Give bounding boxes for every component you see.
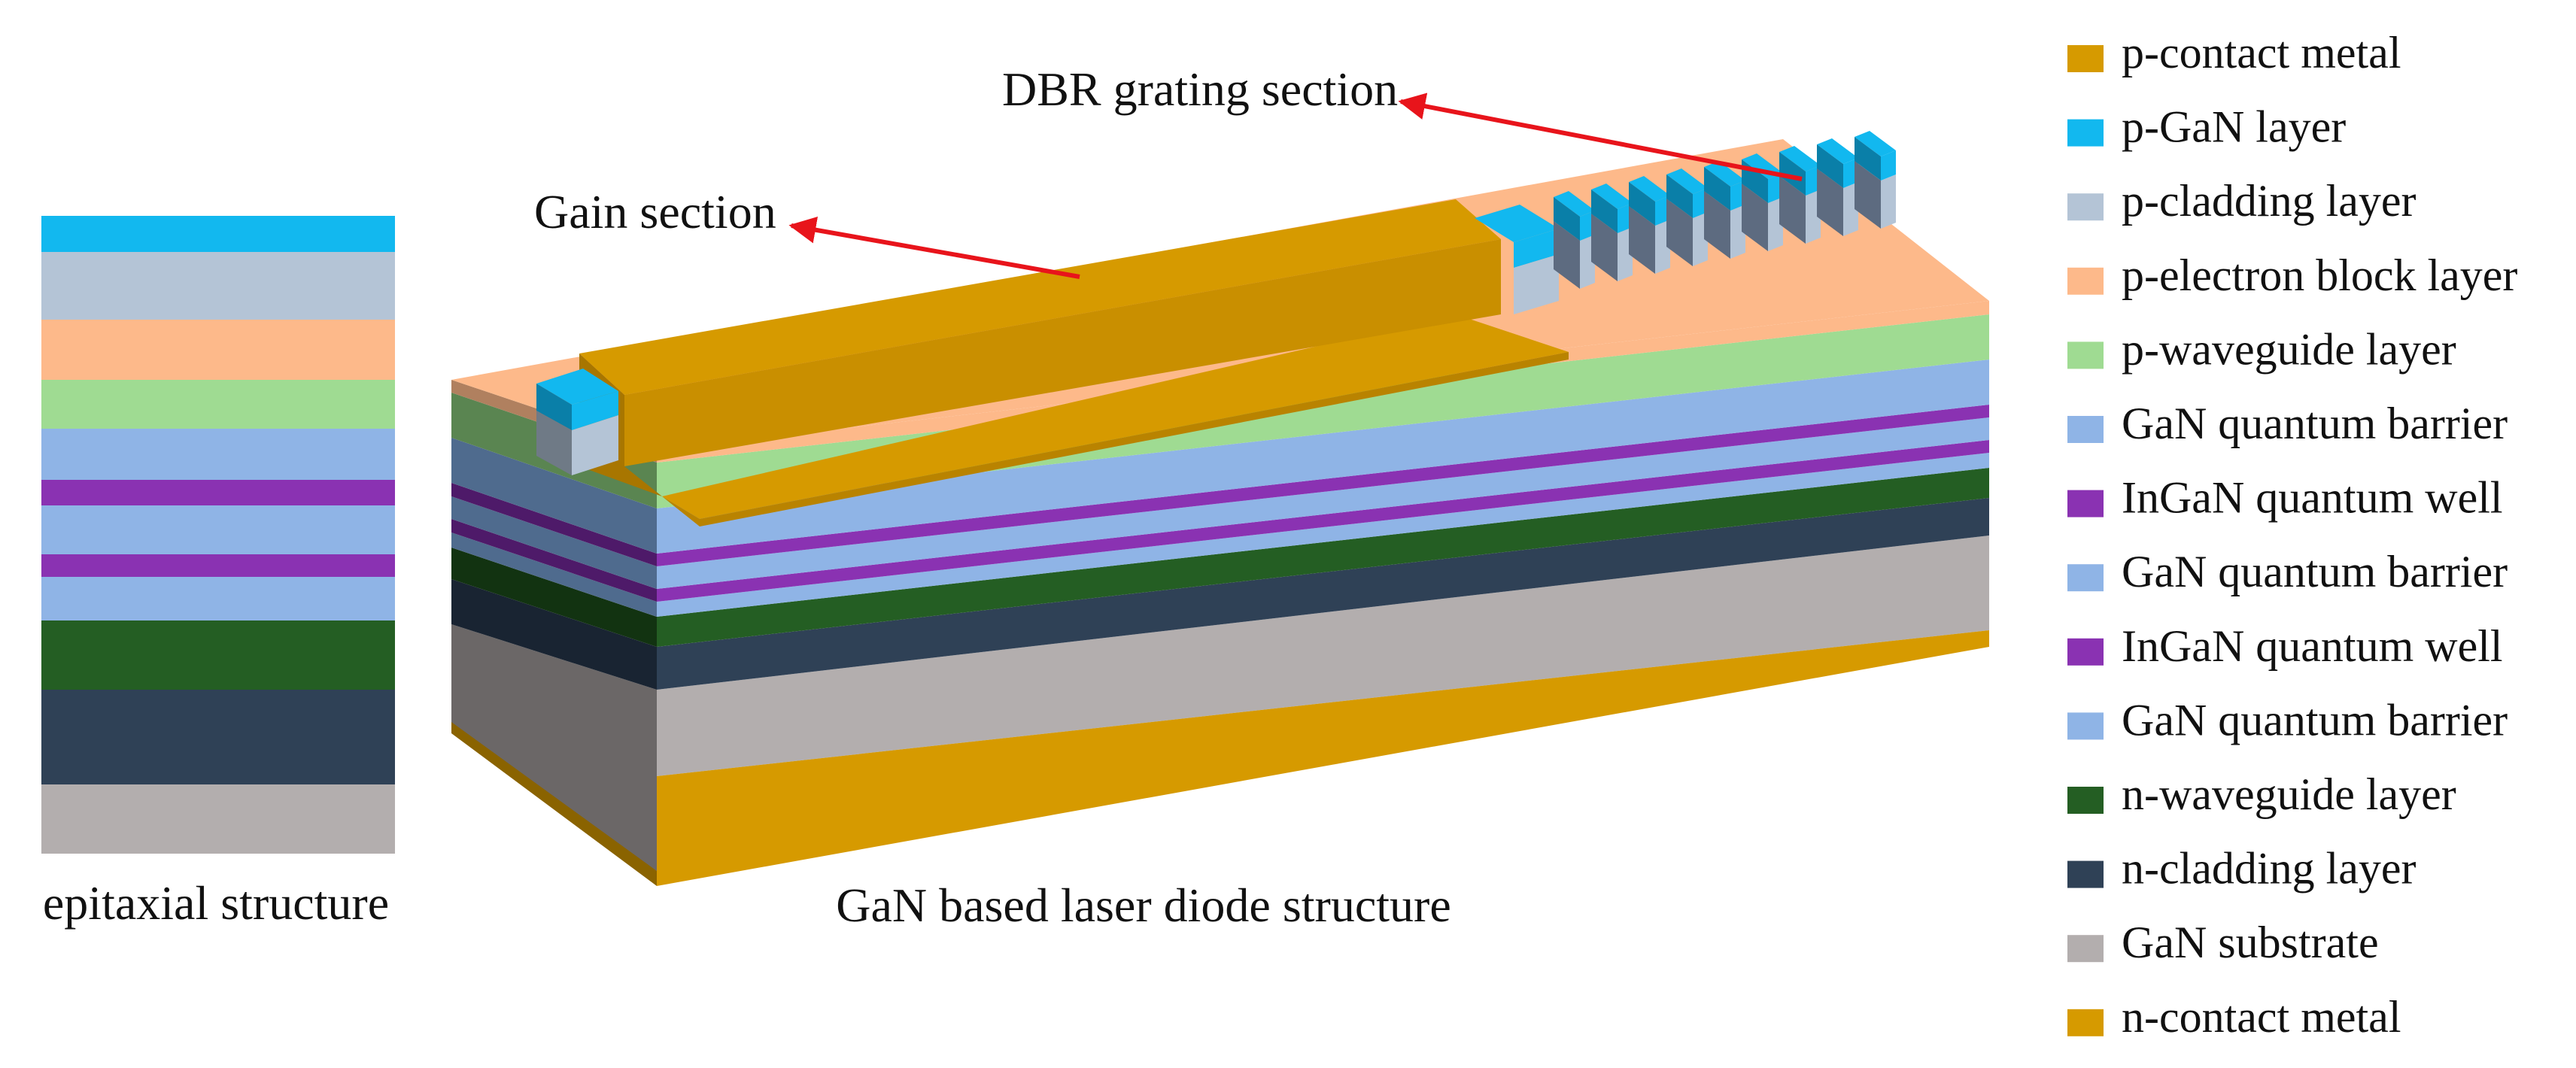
legend-label: n-waveguide layer bbox=[2122, 769, 2456, 819]
legend-item: p-electron block layer bbox=[2067, 250, 2517, 300]
n-contact-metal bbox=[657, 630, 1989, 886]
right-face-n-cladding bbox=[657, 498, 1989, 690]
epi-p-waveguide bbox=[41, 380, 395, 429]
legend-swatch bbox=[2067, 45, 2104, 72]
right-face-qb-3 bbox=[657, 453, 1989, 617]
dbr-tooth bbox=[1779, 146, 1821, 244]
legend-label: p-cladding layer bbox=[2122, 176, 2417, 226]
epi-n-cladding bbox=[41, 690, 395, 784]
mid-block-p-gan-top bbox=[1475, 205, 1559, 242]
legend-swatch bbox=[2067, 1009, 2104, 1036]
epi-qb-1 bbox=[41, 429, 395, 480]
legend-swatch bbox=[2067, 341, 2104, 369]
epi-p-cladding bbox=[41, 252, 395, 320]
legend-item: p-GaN layer bbox=[2067, 102, 2346, 152]
dbr-grating bbox=[1554, 131, 1896, 289]
gain-ridge-face bbox=[624, 239, 1501, 466]
legend-item: GaN quantum barrier bbox=[2067, 547, 2508, 596]
left-face-metal-edge bbox=[451, 722, 657, 886]
right-face-qb-2 bbox=[657, 417, 1989, 589]
legend-item: GaN quantum barrier bbox=[2067, 399, 2508, 448]
epitaxial-caption: epitaxial structure bbox=[43, 876, 389, 930]
dbr-tooth bbox=[1666, 168, 1708, 266]
left-face-substrate-main bbox=[451, 624, 657, 871]
legend-label: GaN quantum barrier bbox=[2122, 695, 2508, 745]
legend-item: GaN quantum barrier bbox=[2067, 695, 2508, 745]
right-face-substrate bbox=[657, 536, 1989, 776]
right-face-qb-1 bbox=[657, 360, 1989, 554]
epi-substrate bbox=[41, 784, 395, 854]
epi-n-waveguide bbox=[41, 620, 395, 690]
mid-block-p-gan-front bbox=[1514, 229, 1559, 268]
epi-p-gan bbox=[41, 216, 395, 252]
legend-swatch bbox=[2067, 267, 2104, 295]
epitaxial-stack bbox=[41, 216, 395, 854]
gain-metal-pad bbox=[662, 314, 1569, 519]
left-block-cladding-front bbox=[572, 415, 618, 475]
legend-item: p-waveguide layer bbox=[2067, 324, 2456, 374]
legend-item: n-contact metal bbox=[2067, 992, 2401, 1042]
legend-item: n-cladding layer bbox=[2067, 844, 2417, 894]
epi-qb-3 bbox=[41, 577, 395, 620]
left-block-p-gan-side bbox=[536, 384, 572, 430]
gain-ridge-top bbox=[579, 199, 1501, 395]
left-face-qw-2 bbox=[451, 519, 657, 602]
legend-swatch bbox=[2067, 860, 2104, 888]
legend-label: p-electron block layer bbox=[2122, 250, 2517, 300]
dbr-tooth bbox=[1855, 131, 1896, 229]
laser-diode-3d bbox=[451, 131, 1989, 886]
gain-arrow bbox=[788, 216, 1080, 279]
legend-label: InGaN quantum well bbox=[2122, 473, 2503, 523]
epi-qw-1 bbox=[41, 480, 395, 505]
legend-item: p-cladding layer bbox=[2067, 176, 2417, 226]
left-face-qw-1 bbox=[451, 483, 657, 566]
gain-pad-face bbox=[662, 352, 1569, 526]
left-face-qb-2 bbox=[451, 496, 657, 589]
mid-block-cladding-front bbox=[1514, 254, 1559, 314]
dbr-arrow bbox=[1398, 93, 1803, 181]
legend-label: n-cladding layer bbox=[2122, 844, 2417, 894]
epi-qb-2 bbox=[41, 505, 395, 554]
right-face-n-waveguide bbox=[657, 468, 1989, 647]
legend-item: GaN substrate bbox=[2067, 918, 2379, 967]
dbr-section-label: DBR grating section bbox=[1002, 62, 1398, 116]
left-block-p-gan-front bbox=[572, 391, 618, 430]
legend-swatch bbox=[2067, 787, 2104, 814]
legend-item: InGaN quantum well bbox=[2067, 473, 2503, 523]
legend: p-contact metal p-GaN layer p-cladding lay… bbox=[2067, 28, 2517, 1042]
left-face-n-waveguide bbox=[451, 548, 657, 647]
legend-label: p-waveguide layer bbox=[2122, 324, 2456, 374]
legend-label: GaN quantum barrier bbox=[2122, 547, 2508, 596]
legend-swatch bbox=[2067, 193, 2104, 221]
right-face-qw-1 bbox=[657, 405, 1989, 566]
legend-item: n-waveguide layer bbox=[2067, 769, 2456, 819]
legend-label: p-GaN layer bbox=[2122, 102, 2346, 152]
legend-swatch bbox=[2067, 935, 2104, 963]
legend-swatch bbox=[2067, 490, 2104, 517]
epi-p-ebl bbox=[41, 320, 395, 380]
legend-swatch bbox=[2067, 416, 2104, 443]
device-caption: GaN based laser diode structure bbox=[836, 878, 1451, 932]
legend-label: p-contact metal bbox=[2122, 28, 2401, 77]
gain-section-label: Gain section bbox=[534, 185, 776, 238]
epi-qw-2 bbox=[41, 554, 395, 577]
legend-label: n-contact metal bbox=[2122, 992, 2401, 1042]
legend-label: GaN quantum barrier bbox=[2122, 399, 2508, 448]
left-block-cladding-side bbox=[536, 411, 572, 475]
left-face-qb-1 bbox=[451, 438, 657, 554]
legend-label: GaN substrate bbox=[2122, 918, 2379, 967]
legend-label: InGaN quantum well bbox=[2122, 621, 2503, 671]
left-face-n-cladding bbox=[451, 579, 657, 690]
legend-item: p-contact metal bbox=[2067, 28, 2401, 77]
legend-swatch bbox=[2067, 712, 2104, 740]
left-face-qb-3 bbox=[451, 532, 657, 617]
legend-swatch bbox=[2067, 564, 2104, 592]
legend-swatch bbox=[2067, 638, 2104, 666]
legend-swatch bbox=[2067, 119, 2104, 147]
right-face-qw-2 bbox=[657, 440, 1989, 602]
left-block-p-gan-top bbox=[536, 369, 618, 405]
legend-item: InGaN quantum well bbox=[2067, 621, 2503, 671]
